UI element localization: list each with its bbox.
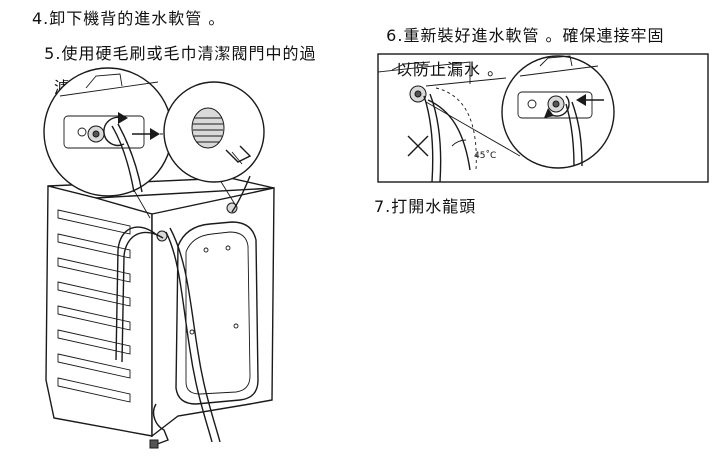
x-mark-icon [407, 135, 429, 157]
inlet-valve-icon [409, 85, 427, 103]
rotate-arrow-icon [103, 112, 128, 147]
step-6-line-2: 以防止漏水 。 [396, 60, 505, 79]
hose-reconnect-illustration [377, 53, 709, 183]
filter-mesh-icon [191, 107, 225, 149]
rotate-arrow-icon [544, 95, 570, 118]
step-7-text: 7.打開水龍頭 [374, 197, 477, 216]
step-6-text: 6.重新裝好進水軟管 。確保連接牢固 以防止漏水 。 [374, 10, 665, 95]
step-5-line-1: 5.使用硬毛刷或毛巾清潔閥門中的過 [44, 44, 317, 63]
push-in-arrow-icon [576, 94, 604, 106]
zoom-filter-detail [163, 81, 265, 183]
temperature-angle-label: 45˚C [474, 151, 497, 161]
inlet-valve-icon [547, 95, 565, 113]
step-4-text: 4.卸下機背的進水軟管 。 [32, 9, 226, 28]
pull-out-arrow-icon [132, 128, 180, 140]
inlet-valve-icon [87, 125, 105, 143]
step-6-line-1: 6.重新裝好進水軟管 。確保連接牢固 [386, 26, 665, 45]
washing-machine-back-illustration [45, 175, 275, 449]
zoom-valve-detail [43, 67, 237, 219]
